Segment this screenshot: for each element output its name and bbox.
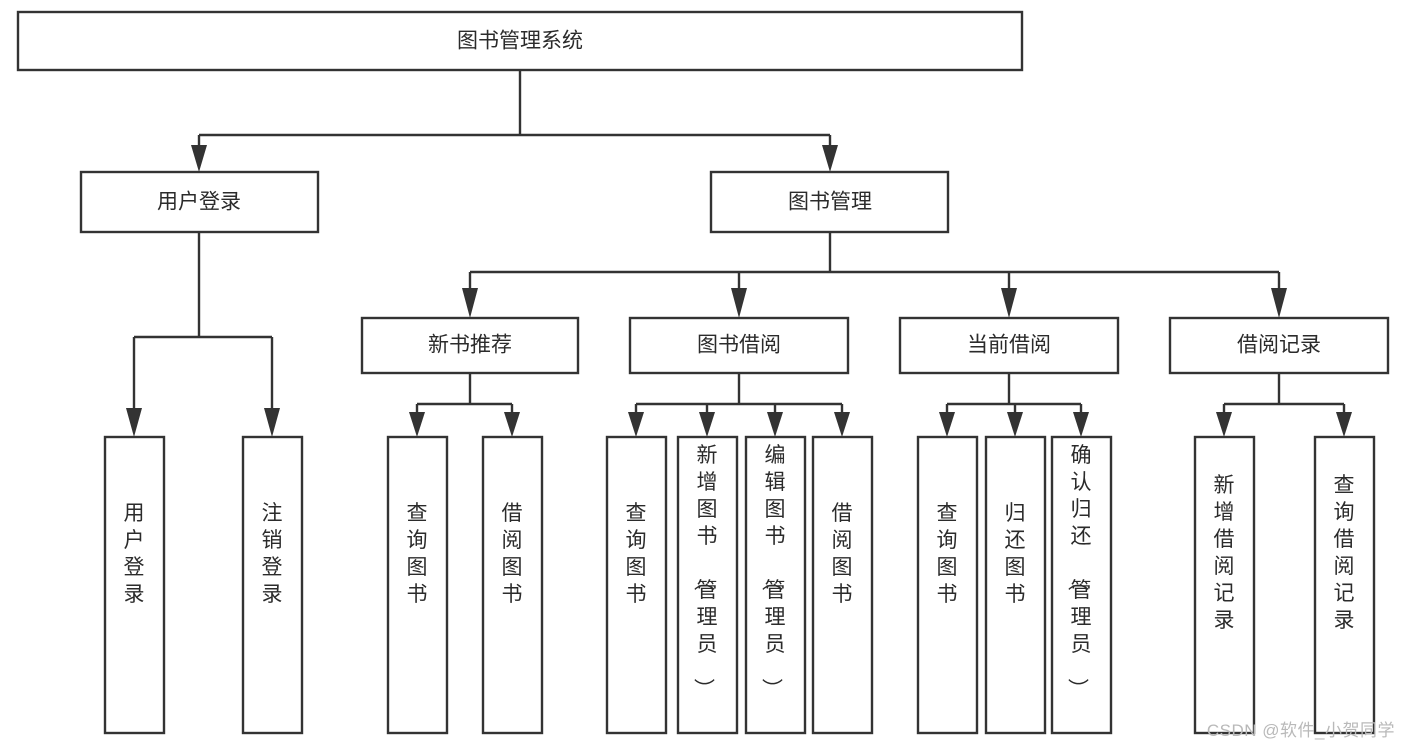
- leaf-node-query-book-borrow-label: 查询图书: [626, 502, 647, 606]
- leaf-node-query-book-borrow-box[interactable]: [605, 435, 668, 735]
- leaf-node-add-book-admin-label: 新增图书（管理员）: [692, 444, 718, 699]
- leaf-node-user-login-label: 用户登录: [124, 502, 145, 606]
- node-user-login-label: 用户登录: [157, 191, 241, 214]
- node-book-borrow-label: 图书借阅: [697, 334, 781, 357]
- leaf-node-confirm-return-admin-box[interactable]: [1050, 435, 1113, 735]
- leaf-node-query-borrow-record-label: 查询借阅记录: [1334, 474, 1355, 632]
- csdn-watermark: CSDN @软件_小贺同学: [1206, 721, 1395, 740]
- node-borrow-record-label: 借阅记录: [1237, 334, 1321, 357]
- node-new-book-recommend-label: 新书推荐: [428, 334, 512, 357]
- arrow-head-leaf-borrow-book-rec: [504, 412, 520, 437]
- node-book-management-label: 图书管理: [788, 191, 872, 214]
- leaf-node-borrow-book-box[interactable]: [811, 435, 874, 735]
- leaf-node-add-borrow-record-box[interactable]: [1193, 435, 1256, 735]
- leaf-node-borrow-book-rec-box[interactable]: [481, 435, 544, 735]
- leaf-node-query-borrow-record-box[interactable]: [1313, 435, 1376, 735]
- leaf-node-borrow-book-label: 借阅图书: [832, 502, 853, 606]
- node-book-borrow-box[interactable]: [628, 316, 850, 375]
- leaf-node-borrow-book-rec[interactable]: 借阅图书: [481, 435, 544, 735]
- node-new-book-recommend[interactable]: 新书推荐: [360, 316, 580, 375]
- leaf-node-logout-label: 注销登录: [262, 502, 283, 606]
- leaf-node-logout-box[interactable]: [241, 435, 304, 735]
- node-root-box[interactable]: [16, 10, 1024, 72]
- node-user-login[interactable]: 用户登录: [79, 170, 320, 234]
- leaf-node-edit-book-admin-label: 编辑图书（管理员）: [760, 444, 786, 699]
- node-current-borrow-box[interactable]: [898, 316, 1120, 375]
- arrow-head-leaf-confirm-return-admin: [1073, 412, 1089, 437]
- arrow-head-leaf-query-borrow-record: [1336, 412, 1352, 437]
- leaf-node-query-borrow-record[interactable]: 查询借阅记录: [1313, 435, 1376, 735]
- leaf-node-query-book-current[interactable]: 查询图书: [916, 435, 979, 735]
- leaf-node-return-book-label: 归还图书: [1005, 502, 1026, 606]
- leaf-node-confirm-return-admin-label: 确认归还（管理员）: [1066, 444, 1092, 699]
- node-current-borrow-label: 当前借阅: [967, 334, 1051, 357]
- leaf-node-borrow-book-rec-label: 借阅图书: [502, 502, 523, 606]
- node-book-management[interactable]: 图书管理: [709, 170, 950, 234]
- leaf-node-query-book-borrow[interactable]: 查询图书: [605, 435, 668, 735]
- arrow-head-leaf-return-book: [1007, 412, 1023, 437]
- leaf-node-confirm-return-admin[interactable]: 确认归还（管理员）: [1050, 435, 1113, 735]
- arrow-head-borrow-record: [1271, 288, 1287, 318]
- leaf-node-add-book-admin[interactable]: 新增图书（管理员）: [676, 435, 739, 735]
- leaf-node-add-book-admin-box[interactable]: [676, 435, 739, 735]
- node-root-label: 图书管理系统: [457, 30, 583, 53]
- node-borrow-record-box[interactable]: [1168, 316, 1390, 375]
- arrow-head-new-book-recommend: [462, 288, 478, 318]
- arrow-head-user-login: [191, 145, 207, 172]
- arrow-head-leaf-edit-book-admin: [767, 412, 783, 437]
- arrow-head-leaf-logout: [264, 408, 280, 437]
- arrow-head-current-borrow: [1001, 288, 1017, 318]
- leaf-node-query-book-rec[interactable]: 查询图书: [386, 435, 449, 735]
- node-root[interactable]: 图书管理系统: [16, 10, 1024, 72]
- leaf-node-user-login[interactable]: 用户登录: [103, 435, 166, 735]
- leaf-node-return-book-box[interactable]: [984, 435, 1047, 735]
- node-user-login-box[interactable]: [79, 170, 320, 234]
- leaf-node-return-book[interactable]: 归还图书: [984, 435, 1047, 735]
- leaf-node-query-book-rec-label: 查询图书: [407, 502, 428, 606]
- arrow-head-leaf-query-book-rec: [409, 412, 425, 437]
- node-borrow-record[interactable]: 借阅记录: [1168, 316, 1390, 375]
- arrow-head-leaf-query-book-current: [939, 412, 955, 437]
- arrow-head-book-borrow: [731, 288, 747, 318]
- node-current-borrow[interactable]: 当前借阅: [898, 316, 1120, 375]
- leaf-node-query-book-current-label: 查询图书: [937, 502, 958, 606]
- leaf-node-query-book-rec-box[interactable]: [386, 435, 449, 735]
- arrow-head-book-management: [822, 145, 838, 172]
- leaf-node-edit-book-admin[interactable]: 编辑图书（管理员）: [744, 435, 807, 735]
- leaf-node-user-login-box[interactable]: [103, 435, 166, 735]
- leaf-node-query-book-current-box[interactable]: [916, 435, 979, 735]
- leaf-node-add-borrow-record[interactable]: 新增借阅记录: [1193, 435, 1256, 735]
- arrow-head-leaf-query-book-borrow: [628, 412, 644, 437]
- leaf-node-logout[interactable]: 注销登录: [241, 435, 304, 735]
- leaf-node-edit-book-admin-box[interactable]: [744, 435, 807, 735]
- leaf-node-borrow-book[interactable]: 借阅图书: [811, 435, 874, 735]
- arrow-head-leaf-borrow-book: [834, 412, 850, 437]
- arrow-head-leaf-add-borrow-record: [1216, 412, 1232, 437]
- arrow-head-leaf-add-book-admin: [699, 412, 715, 437]
- leaf-node-add-borrow-record-label: 新增借阅记录: [1214, 474, 1235, 632]
- node-new-book-recommend-box[interactable]: [360, 316, 580, 375]
- arrow-head-leaf-user-login: [126, 408, 142, 437]
- node-book-management-box[interactable]: [709, 170, 950, 234]
- node-book-borrow[interactable]: 图书借阅: [628, 316, 850, 375]
- connector-layer: [126, 70, 1352, 437]
